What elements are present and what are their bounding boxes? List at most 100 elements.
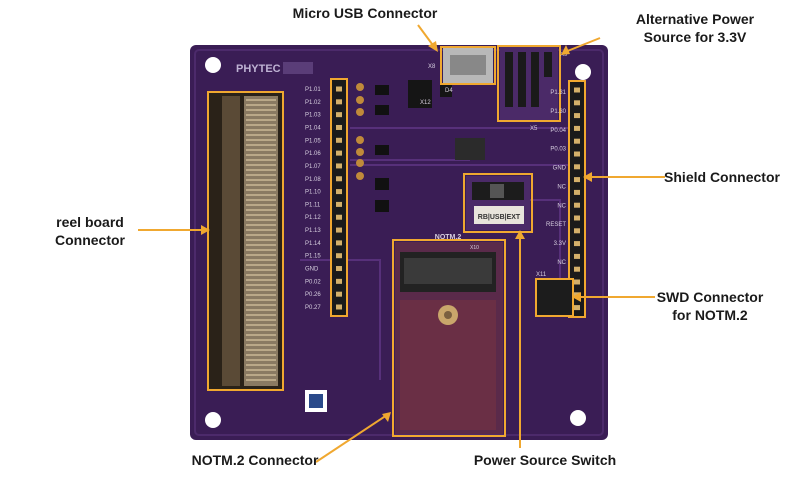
reel-board-label-1: reel board	[56, 214, 124, 230]
micro-usb-label: Micro USB Connector	[292, 5, 438, 21]
shield-pin-label: NC	[557, 184, 566, 190]
shield-pin	[574, 241, 580, 247]
notm2-connector	[392, 239, 506, 437]
p1-pin-label: P1.03	[305, 113, 321, 119]
p1-pin-label: P1.02	[305, 100, 321, 106]
p1-pin-label: P0.02	[305, 279, 321, 285]
p1-pin	[336, 227, 342, 233]
x12-ref: X12	[420, 100, 431, 106]
shield-pin	[574, 151, 580, 157]
p1-pin	[336, 189, 342, 195]
p1-header	[330, 78, 348, 317]
shield-pin	[574, 189, 580, 195]
shield-pin	[574, 87, 580, 93]
shield-pin-label: P1.31	[550, 90, 566, 96]
x5-ref: X5	[530, 126, 538, 132]
mount-hole-bl	[205, 412, 221, 428]
p1-pin-label: P1.14	[305, 241, 321, 247]
shield-pin-label: 3.3V	[554, 241, 566, 247]
p1-pin	[336, 304, 342, 310]
reel-board-label-2: Connector	[55, 232, 125, 248]
shield-pin	[574, 279, 580, 285]
swd-label-1: SWD Connector	[656, 289, 764, 305]
shield-pin-label: NC	[557, 260, 566, 266]
swd-ref: X11	[536, 272, 547, 278]
alt-power-label-2: Source for 3.3V	[643, 29, 747, 45]
x5-header	[497, 45, 561, 122]
p1-pin	[336, 176, 342, 182]
p1-pin-label: GND	[305, 267, 319, 273]
p1-pin-label: P1.15	[305, 254, 321, 260]
shield-pin-label: P0.03	[550, 147, 566, 153]
p1-pin	[336, 124, 342, 130]
small-components	[356, 80, 485, 212]
p1-pin	[336, 112, 342, 118]
swd-label-2: for NOTM.2	[672, 307, 748, 323]
shield-pin-label: NC	[557, 203, 566, 209]
p1-pin-label: P0.27	[305, 305, 321, 311]
p1-pin	[336, 253, 342, 259]
switch-label: RB|USB|EXT	[478, 214, 521, 221]
brand-text: PHYTEC	[236, 63, 281, 75]
shield-pin	[574, 164, 580, 170]
p1-pin	[336, 137, 342, 143]
shield-pin	[574, 215, 580, 221]
notm2-ref: X10	[470, 245, 479, 251]
p1-pin	[336, 163, 342, 169]
shield-pin	[574, 266, 580, 272]
power-source-switch	[463, 173, 533, 233]
shield-pin	[574, 125, 580, 131]
p1-pin	[336, 278, 342, 284]
usb-ref: X8	[428, 64, 436, 70]
mount-hole-tl	[205, 57, 221, 73]
notm2-connector-label: NOTM.2 Connector	[191, 452, 319, 468]
p1-pin	[336, 240, 342, 246]
shield-pin	[574, 202, 580, 208]
shield-pin	[574, 100, 580, 106]
shield-pin-label: GND	[553, 166, 567, 172]
reel-board-connector	[207, 91, 284, 391]
d4-ref: D4	[445, 88, 453, 94]
shield-pin	[574, 113, 580, 119]
callout-arrowheads	[201, 41, 592, 422]
shield-pin	[574, 177, 580, 183]
alt-power-label-1: Alternative Power	[635, 11, 755, 27]
p1-pin-label: P1.07	[305, 164, 321, 170]
p1-pin	[336, 291, 342, 297]
p1-pin	[336, 150, 342, 156]
shield-pin-label: P1.30	[550, 109, 566, 115]
brand-badge	[283, 62, 313, 74]
p1-pin-label: P1.13	[305, 228, 321, 234]
pcb-traces	[300, 127, 570, 380]
shield-pin	[574, 305, 580, 311]
p1-pin-label: P1.10	[305, 190, 321, 196]
p1-pin-label: P1.06	[305, 151, 321, 157]
p1-pin	[336, 201, 342, 207]
notm2-title: NOTM.2	[435, 234, 462, 241]
p1-pin	[336, 99, 342, 105]
p1-pin-label: P1.08	[305, 177, 321, 183]
shield-pin-label: RESET	[546, 222, 566, 228]
p1-pin	[336, 214, 342, 220]
p1-pin	[336, 86, 342, 92]
shield-connector-label: Shield Connector	[664, 169, 780, 185]
shield-pin-label: P0.04	[550, 128, 566, 134]
micro-usb-connector	[440, 46, 496, 85]
p1-pin	[336, 266, 342, 272]
p1-pin-label: P1.11	[305, 202, 321, 208]
p1-pin-label: P1.12	[305, 215, 321, 221]
shield-pin	[574, 228, 580, 234]
p1-pin-label: P1.04	[305, 125, 321, 131]
alt-ref: X9	[560, 52, 568, 58]
p1-pin-label: P1.01	[305, 87, 321, 93]
mount-hole-br	[570, 410, 586, 426]
datamatrix-inner	[309, 394, 323, 408]
shield-pin	[574, 138, 580, 144]
callout-lines	[138, 24, 665, 463]
swd-connector	[535, 278, 574, 317]
p1-pin-label: P0.26	[305, 292, 321, 298]
shield-pin	[574, 253, 580, 259]
mount-hole-tr	[575, 64, 591, 80]
power-switch-label: Power Source Switch	[473, 452, 617, 468]
